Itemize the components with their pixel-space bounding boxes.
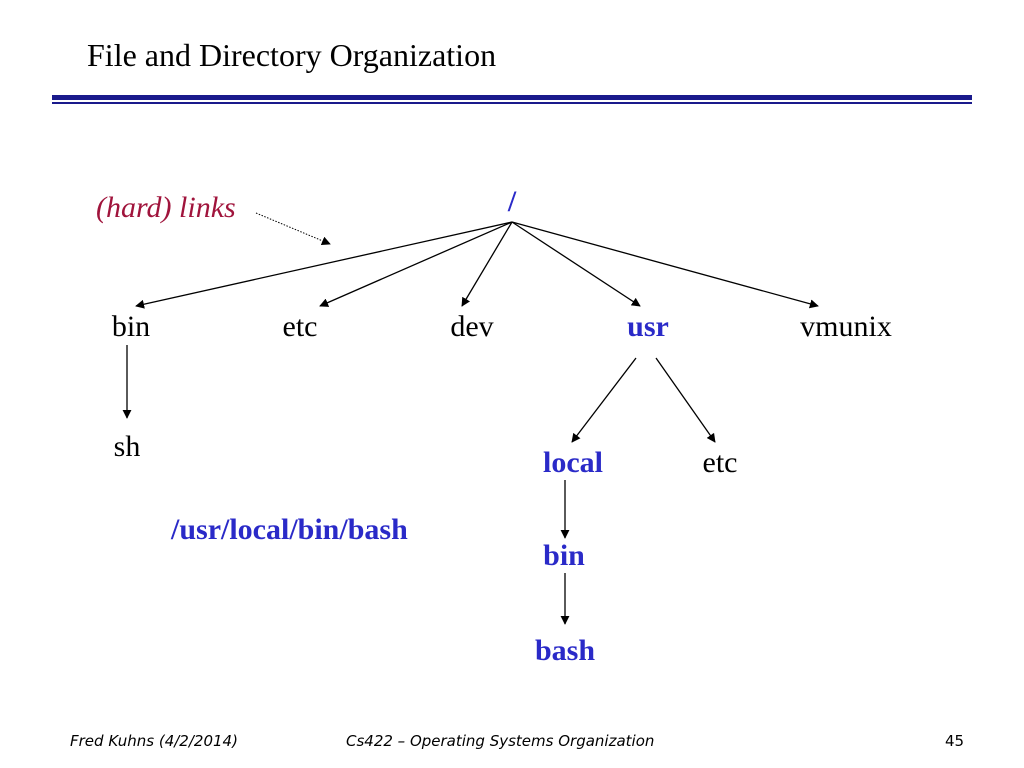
edge-annotation-pointer xyxy=(255,212,331,246)
edge-root-usr xyxy=(511,221,641,307)
node-sh: sh xyxy=(113,430,141,463)
node-usr-etc: etc xyxy=(702,446,738,479)
edge-root-vmunix xyxy=(511,221,819,309)
slide-title: File and Directory Organization xyxy=(87,37,497,73)
edge-root-etc xyxy=(319,221,513,307)
node-usr: usr xyxy=(627,310,669,343)
footer-author: Fred Kuhns (4/2/2014) xyxy=(70,732,238,750)
node-local: local xyxy=(543,446,603,479)
node-bin: bin xyxy=(111,310,151,343)
footer-page-number: 45 xyxy=(945,732,965,750)
edge-root-bin xyxy=(135,221,513,309)
node-vmunix: vmunix xyxy=(800,310,892,343)
edge-root-dev xyxy=(461,221,513,307)
hard-links-annotation: (hard) links xyxy=(96,191,236,224)
footer-course: Cs422 – Operating Systems Organization xyxy=(346,732,655,750)
title-rule-thin xyxy=(52,102,972,104)
node-etc: etc xyxy=(282,310,318,343)
node-dev: dev xyxy=(450,310,494,343)
edge-usr-local xyxy=(571,357,637,443)
edge-usr-etc xyxy=(655,357,716,443)
title-rule-thick xyxy=(52,95,972,100)
node-local-bin: bin xyxy=(543,539,585,572)
node-bash: bash xyxy=(534,634,596,667)
full-path-label: /usr/local/bin/bash xyxy=(171,513,408,546)
node-root: / xyxy=(507,185,517,218)
